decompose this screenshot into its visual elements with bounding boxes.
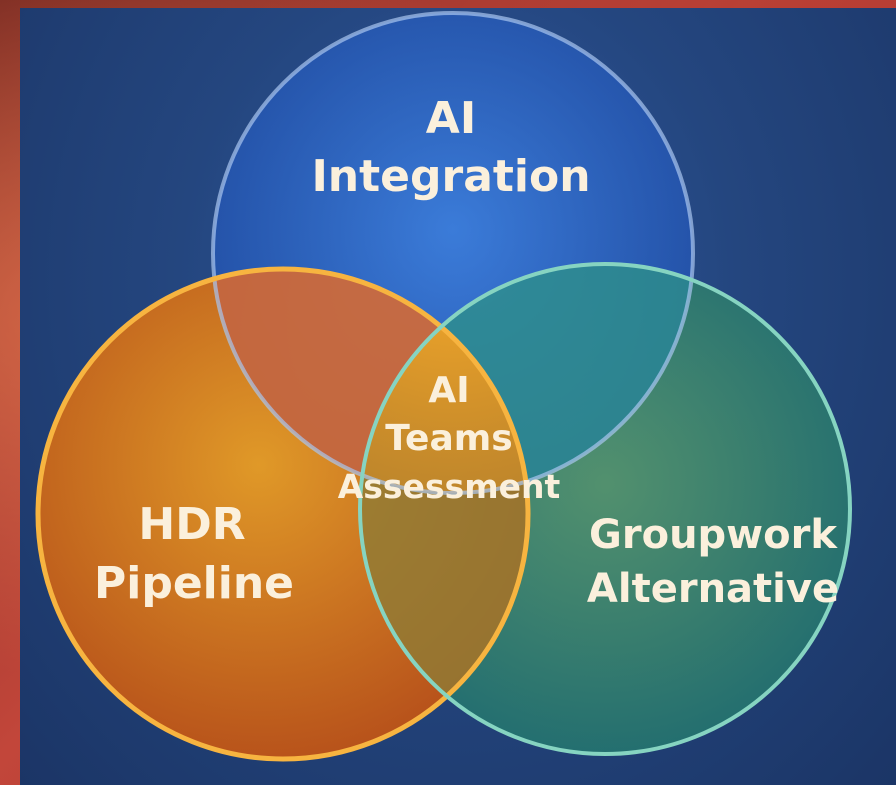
label-right-line1: Groupwork	[589, 512, 838, 558]
circle-top-outline	[211, 11, 695, 495]
overlap-left-top	[213, 269, 528, 493]
label-center-line1: AI	[428, 370, 469, 411]
label-left-line1: HDR	[138, 499, 245, 550]
overlap-right-top	[360, 264, 693, 493]
venn-panel: AI Integration HDR Pipeline Groupwork Al…	[20, 8, 896, 785]
label-center-line3: Assessment	[338, 467, 561, 506]
label-center-line2: Teams	[385, 418, 512, 459]
label-right-line2: Alternative	[587, 566, 839, 612]
circle-right-outline	[358, 262, 852, 756]
label-top-line2: Integration	[311, 151, 590, 202]
venn-diagram: AI Integration HDR Pipeline Groupwork Al…	[35, 11, 852, 762]
label-top-line1: AI	[426, 93, 476, 144]
label-left-line2: Pipeline	[94, 558, 294, 609]
circle-left-outline	[35, 266, 531, 762]
